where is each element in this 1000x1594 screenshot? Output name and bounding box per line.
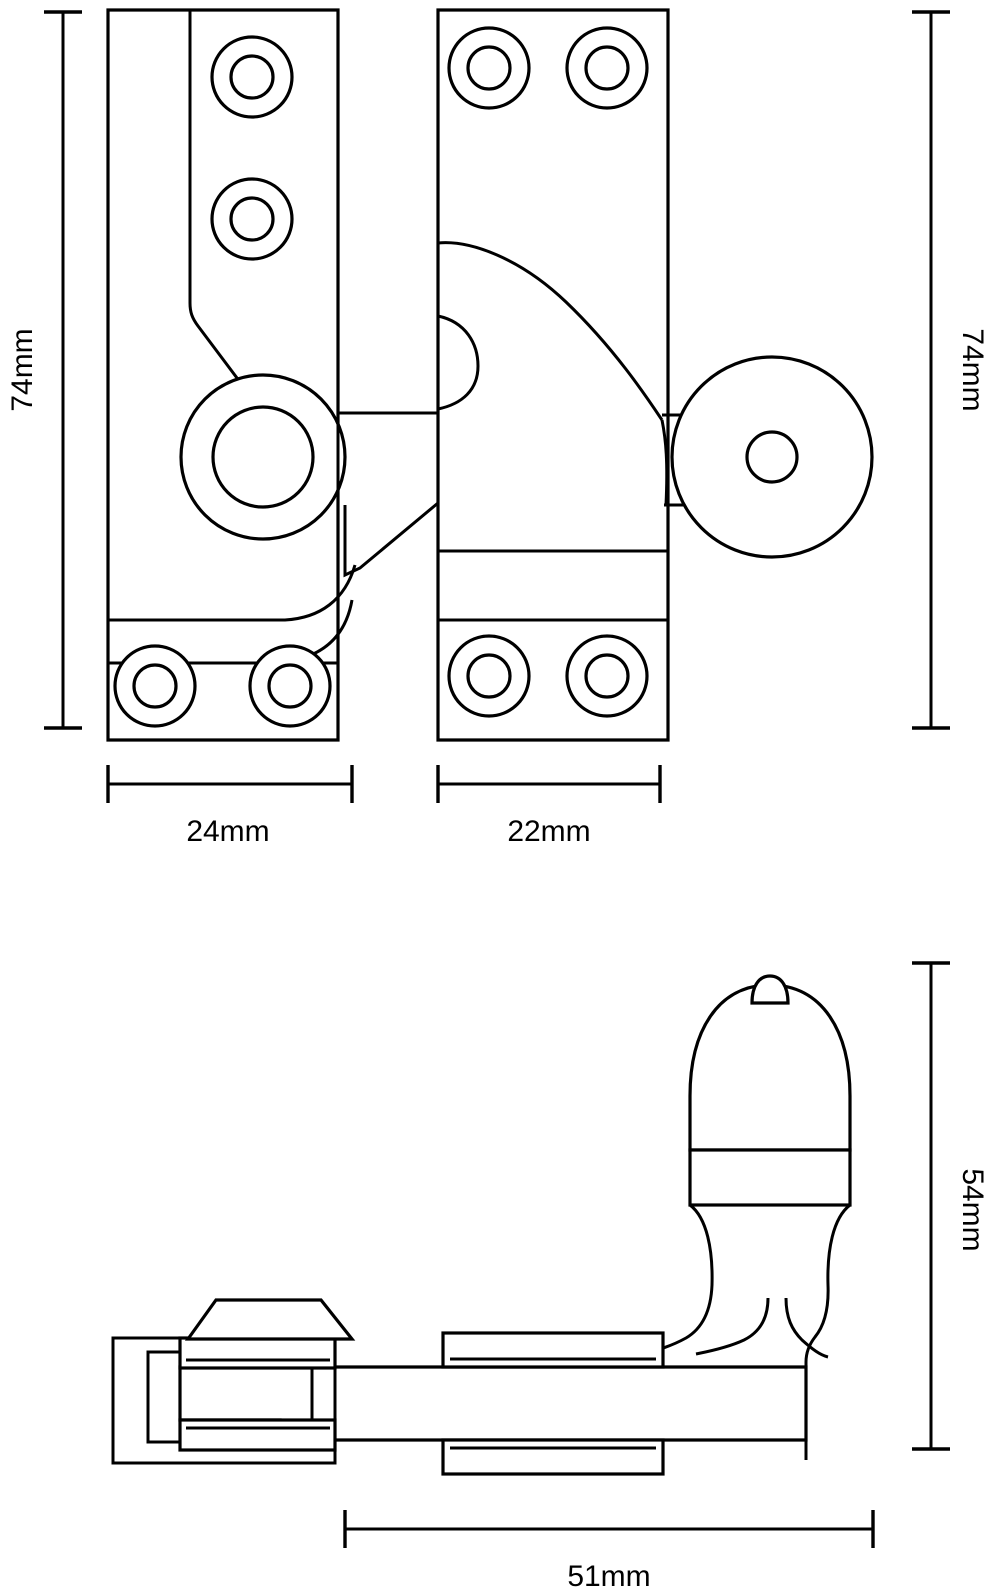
knob-stem-right-profile	[804, 1203, 851, 1460]
front-view-right-plate-group	[436, 8, 874, 742]
left-screw-hole-1-inner	[229, 54, 275, 100]
right-screw-hole-1-inner	[466, 45, 512, 91]
left-lever-tail-upper	[108, 564, 357, 622]
dim-right-height-label: 74mm	[956, 328, 989, 411]
left-screw-hole-4-inner	[267, 663, 313, 709]
left-screw-hole-3-inner	[132, 663, 178, 709]
dimension-knob-height: 54mm	[912, 961, 989, 1451]
right-screw-hole-4-inner	[584, 653, 630, 699]
right-cam-body-curve	[437, 241, 664, 421]
front-view-left-plate-group	[106, 8, 357, 742]
knob-top-nipple	[750, 974, 790, 1005]
knob-disc-centre	[745, 430, 799, 484]
side-left-plate-top	[178, 1336, 337, 1370]
side-right-plate-bottom	[441, 1438, 665, 1476]
dimension-left-plate-width: 24mm	[106, 765, 354, 848]
front-view-catch-group	[336, 411, 439, 740]
side-cam-trapezoid	[184, 1298, 356, 1341]
right-cam-lower-taper	[660, 419, 669, 506]
right-screw-hole-2-inner	[584, 45, 630, 91]
right-screw-hole-3-inner	[466, 653, 512, 699]
catch-hook-profile	[343, 501, 439, 578]
dimension-depth: 51mm	[343, 1510, 875, 1593]
left-cam-arm-edge	[188, 302, 308, 471]
dim-left-height-label: 74mm	[6, 328, 39, 411]
left-backplate-outline	[106, 8, 340, 742]
knob-stem-flute-left	[695, 1297, 770, 1356]
side-right-plate-top	[441, 1331, 665, 1369]
dim-51mm-label: 51mm	[567, 1560, 650, 1593]
side-left-plate-bottom	[178, 1418, 337, 1452]
front-view-dimensions: 74mm 74mm 24mm 22mm	[6, 10, 989, 848]
dim-22mm-label: 22mm	[507, 815, 590, 848]
dimension-left-height: 74mm	[6, 10, 82, 730]
side-view-dimensions: 54mm 51mm	[343, 961, 989, 1593]
left-pivot-ring-inner	[211, 405, 315, 509]
right-backplate-outline	[436, 8, 670, 742]
knob-ball-head	[688, 983, 852, 1152]
knob-collar-band	[688, 1148, 852, 1207]
dimension-right-plate-width: 22mm	[436, 765, 662, 848]
dim-24mm-label: 24mm	[186, 815, 269, 848]
knob-stem-flute-right	[784, 1297, 829, 1359]
left-screw-hole-2-inner	[229, 196, 275, 242]
dimension-right-height: 74mm	[912, 10, 989, 730]
side-view-group	[111, 974, 852, 1476]
right-cam-notch	[437, 314, 480, 411]
dim-54mm-label: 54mm	[956, 1168, 989, 1251]
